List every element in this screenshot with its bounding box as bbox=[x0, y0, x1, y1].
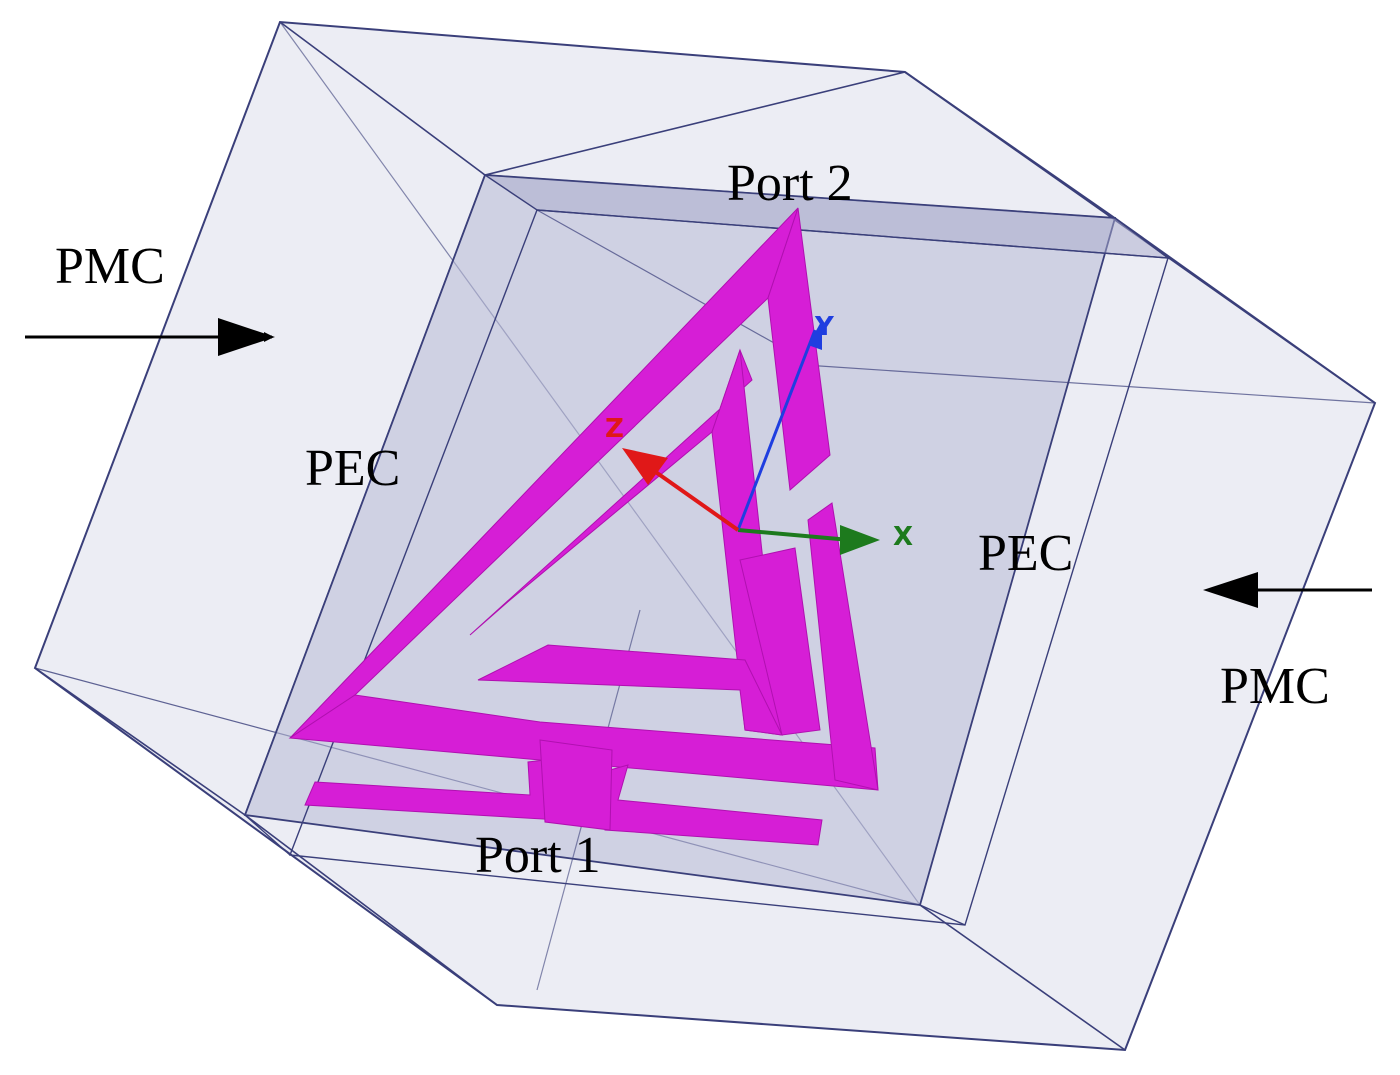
axis-y-line bbox=[736, 329, 817, 531]
label-pmc-right: PMC bbox=[1220, 658, 1330, 715]
outer-box-edge-bottom bbox=[34, 667, 246, 816]
pmc-right-arrowhead bbox=[1203, 572, 1258, 608]
inner-box-mid-horiz bbox=[804, 364, 1376, 404]
axis-y-label: Y bbox=[814, 312, 835, 342]
axis-z-arrow bbox=[622, 448, 668, 485]
outer-box-edge-diag bbox=[904, 71, 1116, 219]
resonator-outer-right-arm bbox=[767, 207, 831, 492]
outer-box-edge-right bbox=[1114, 217, 1376, 404]
axis-x-line bbox=[737, 528, 851, 542]
triangular-resonator bbox=[288, 207, 879, 846]
boundary-arrows bbox=[25, 318, 1372, 608]
label-pmc-left: PMC bbox=[55, 238, 165, 295]
inner-box-edge-b bbox=[919, 904, 966, 926]
label-pec-right: PEC bbox=[978, 525, 1073, 582]
axis-x-arrow bbox=[840, 525, 880, 555]
resonator-outer-bottom bbox=[288, 694, 879, 791]
axis-z-line bbox=[648, 466, 740, 532]
axis-x-label: X bbox=[893, 522, 913, 552]
label-port2: Port 2 bbox=[727, 155, 853, 212]
outer-box-edge-lower bbox=[244, 814, 498, 1006]
resonator-inner-right-arm bbox=[739, 547, 821, 736]
label-port1: Port 1 bbox=[475, 827, 601, 884]
inner-box-edge-c bbox=[1114, 217, 1169, 259]
boundary-labels: PMC PEC Port 2 PEC PMC Port 1 bbox=[55, 155, 1330, 884]
coordinate-axes: X Y Z bbox=[605, 312, 913, 555]
inner-box-diag bbox=[536, 209, 809, 363]
resonator-right-lower-arm bbox=[807, 502, 879, 791]
axis-y-arrow bbox=[808, 320, 822, 350]
axis-z-label: Z bbox=[605, 414, 624, 444]
pmc-left-arrowhead bbox=[218, 318, 275, 356]
outer-box-edge-front bbox=[919, 904, 1126, 1051]
resonator-port1-stub-right bbox=[604, 764, 823, 846]
label-pec-left: PEC bbox=[305, 440, 400, 497]
inner-box-edge-a bbox=[244, 814, 291, 856]
resonator-port1-stem bbox=[539, 739, 613, 831]
